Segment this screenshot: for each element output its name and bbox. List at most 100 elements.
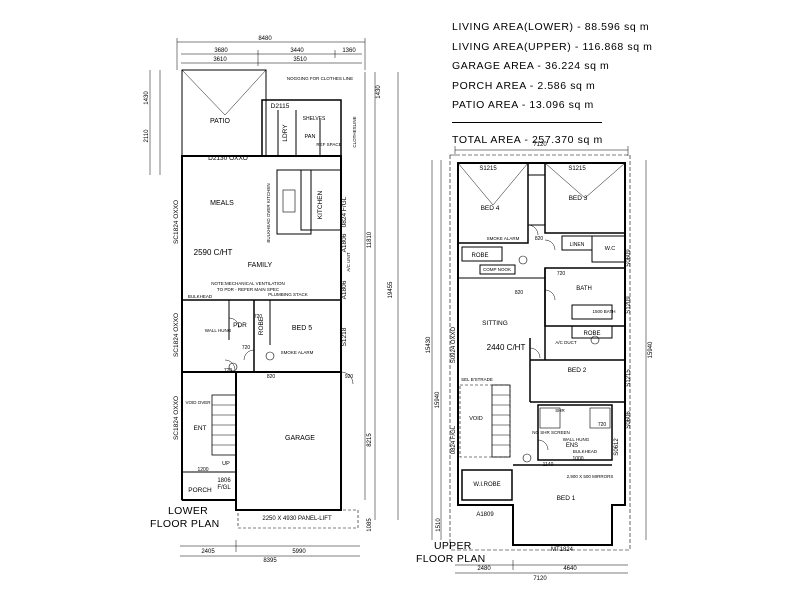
dim-upper-left-a: 15430	[426, 336, 432, 353]
window-s1215-a: S1215	[479, 166, 497, 172]
window-d2130: D2130 OXXO	[208, 155, 248, 162]
room-robe-lower: ROBE	[258, 316, 265, 335]
room-meals: MEALS	[210, 200, 234, 207]
room-bath: BATH	[576, 286, 592, 292]
window-sc1824-a: SC1824 OXXO	[173, 200, 180, 244]
door-820: 820	[267, 374, 276, 380]
dim-lower-d: 3610	[213, 57, 227, 63]
note-ac-unit: A/C UNIT	[346, 252, 351, 272]
room-bed1: BED 1	[557, 495, 576, 502]
note-ref-space: REF SPACE	[316, 142, 341, 147]
dim-upper-top: 7120	[533, 142, 547, 148]
window-s1215-c: S1215	[626, 369, 632, 387]
window-s0924: S0924 OXXO	[451, 326, 457, 363]
note-plumbing-stack: PLUMBING STACK	[268, 292, 307, 297]
note-smoke-alarm-upper: SMOKE ALARM	[487, 236, 520, 241]
room-bed4: BED 4	[481, 205, 500, 212]
area-living-lower: LIVING AREA(LOWER) - 88.596 sq m	[452, 21, 650, 33]
note-mech-vent: NOTE:MECHANICAL VENTILATION	[211, 281, 285, 286]
window-a1809: A1809	[476, 512, 494, 518]
lower-floor-title-line1: LOWER	[168, 505, 209, 517]
window-s1209: S1209	[626, 296, 632, 314]
note-void-over: VOID OVER	[185, 400, 211, 405]
upper-floor-title-line1: UPPER	[434, 540, 472, 552]
note-bulkhead-upper: BULKHEAD	[573, 449, 598, 454]
door-720-c: 720	[254, 314, 263, 320]
dim-lower-left-a: 1430	[144, 91, 150, 105]
window-sc1824-b: SC1824 OXXO	[173, 313, 180, 357]
door-820-upper-b: 820	[515, 290, 524, 296]
dim-lower-right-d: 8215	[367, 433, 373, 447]
door-920: 920	[345, 374, 354, 380]
dim-lower-right-c: 19455	[388, 281, 394, 298]
door-720-upper-b: 720	[598, 422, 607, 428]
window-0824: 0824 F/GL	[341, 196, 348, 227]
room-bed2: BED 2	[568, 367, 587, 374]
window-fgl: F/GL	[217, 485, 231, 491]
window-s1215-b: S1215	[568, 166, 586, 172]
room-shr: SHR	[555, 408, 565, 413]
lower-labels: 8480 3680 3440 1360 3610 3510 2405 5990 …	[144, 36, 394, 564]
note-wall-hung: WALL HUNG	[205, 328, 232, 333]
window-sc1824-c: SC1824 OXXO	[173, 396, 180, 440]
lower-floor-plan	[149, 38, 399, 557]
room-pdr: PDR	[233, 322, 247, 329]
dim-upper-bottom-left: 1510	[436, 518, 442, 532]
dim-lower-right-b: 11810	[367, 231, 373, 248]
dim-lower-b: 3440	[290, 48, 304, 54]
room-ens: ENS	[566, 443, 578, 449]
room-void: VOID	[469, 416, 482, 422]
note-sel-bstrade: SEL B'STRADE	[461, 377, 493, 382]
upper-ceiling-height: 2440 C/HT	[487, 343, 526, 352]
room-family: FAMILY	[248, 262, 273, 269]
dim-lower-bottom-overall: 8395	[263, 558, 277, 564]
dim-lower-right-a: 1430	[376, 85, 382, 99]
room-robe-bed4: ROBE	[471, 253, 488, 259]
note-bath-size: 1500 BATH	[593, 309, 616, 314]
dim-upper-bottom-overall: 7120	[533, 576, 547, 582]
lower-floor-title-line2: FLOOR PLAN	[150, 518, 220, 530]
upper-floor-plan	[431, 146, 647, 574]
room-robe-bed2: ROBE	[583, 331, 600, 337]
area-garage: GARAGE AREA - 36.224 sq m	[452, 60, 610, 72]
upper-labels: 7120 2480 4640 7120 15430 15940 15940 15…	[426, 142, 654, 582]
label-stair-up: UP	[222, 461, 230, 467]
dim-lower-bottom-b: 5990	[292, 549, 306, 555]
note-no-shr-screen: NO SHR SCREEN	[532, 430, 570, 435]
dim-upper-bottom-a: 2480	[477, 566, 491, 572]
note-bulkhead: BULKHEAD	[188, 294, 213, 299]
door-720-b: 720	[242, 345, 251, 351]
upper-floor-title: UPPER FLOOR PLAN	[416, 540, 486, 566]
area-patio: PATIO AREA - 13.096 sq m	[452, 99, 594, 111]
area-porch: PORCH AREA - 2.586 sq m	[452, 79, 596, 92]
room-bed3: BED 3	[569, 195, 588, 202]
dim-lower-c: 1360	[342, 48, 356, 54]
room-porch: PORCH	[188, 487, 212, 494]
door-820-upper-a: 820	[535, 236, 544, 242]
door-1200: 1200	[197, 467, 208, 473]
room-wc: W.C	[605, 246, 615, 252]
room-comp-nook: COMP NOOK	[483, 267, 511, 272]
window-0824-upper: 0824 F/GL	[451, 425, 457, 454]
dim-lower-right-e: 1085	[367, 518, 373, 532]
room-pan: PAN	[305, 134, 316, 140]
lower-floor-title: LOWER FLOOR PLAN	[150, 505, 220, 531]
door-720-upper-a: 720	[557, 271, 566, 277]
window-mt1824: MT1824	[551, 547, 574, 553]
room-bed5: BED 5	[292, 325, 312, 332]
room-garage: GARAGE	[285, 435, 315, 442]
dim-1000: 1000	[572, 456, 583, 462]
room-kitchen: KITCHEN	[317, 190, 324, 219]
dim-lower-e: 3510	[293, 57, 307, 63]
window-a1806-a: A1806	[341, 233, 348, 252]
window-1806: 1806	[217, 478, 231, 484]
note-wall-hung-upper: WALL HUNG	[563, 437, 590, 442]
area-summary: LIVING AREA(LOWER) - 88.596 sq m LIVING …	[452, 18, 782, 150]
room-linen: LINEN	[570, 242, 585, 248]
window-s0606: S0606	[626, 411, 632, 429]
dim-lower-bottom-a: 2405	[201, 549, 215, 555]
room-ent: ENT	[194, 425, 207, 432]
note-bulkhead-kitchen: BULKHEAD OVER KITCHEN	[266, 183, 271, 242]
window-s0612: S0612	[614, 438, 620, 456]
